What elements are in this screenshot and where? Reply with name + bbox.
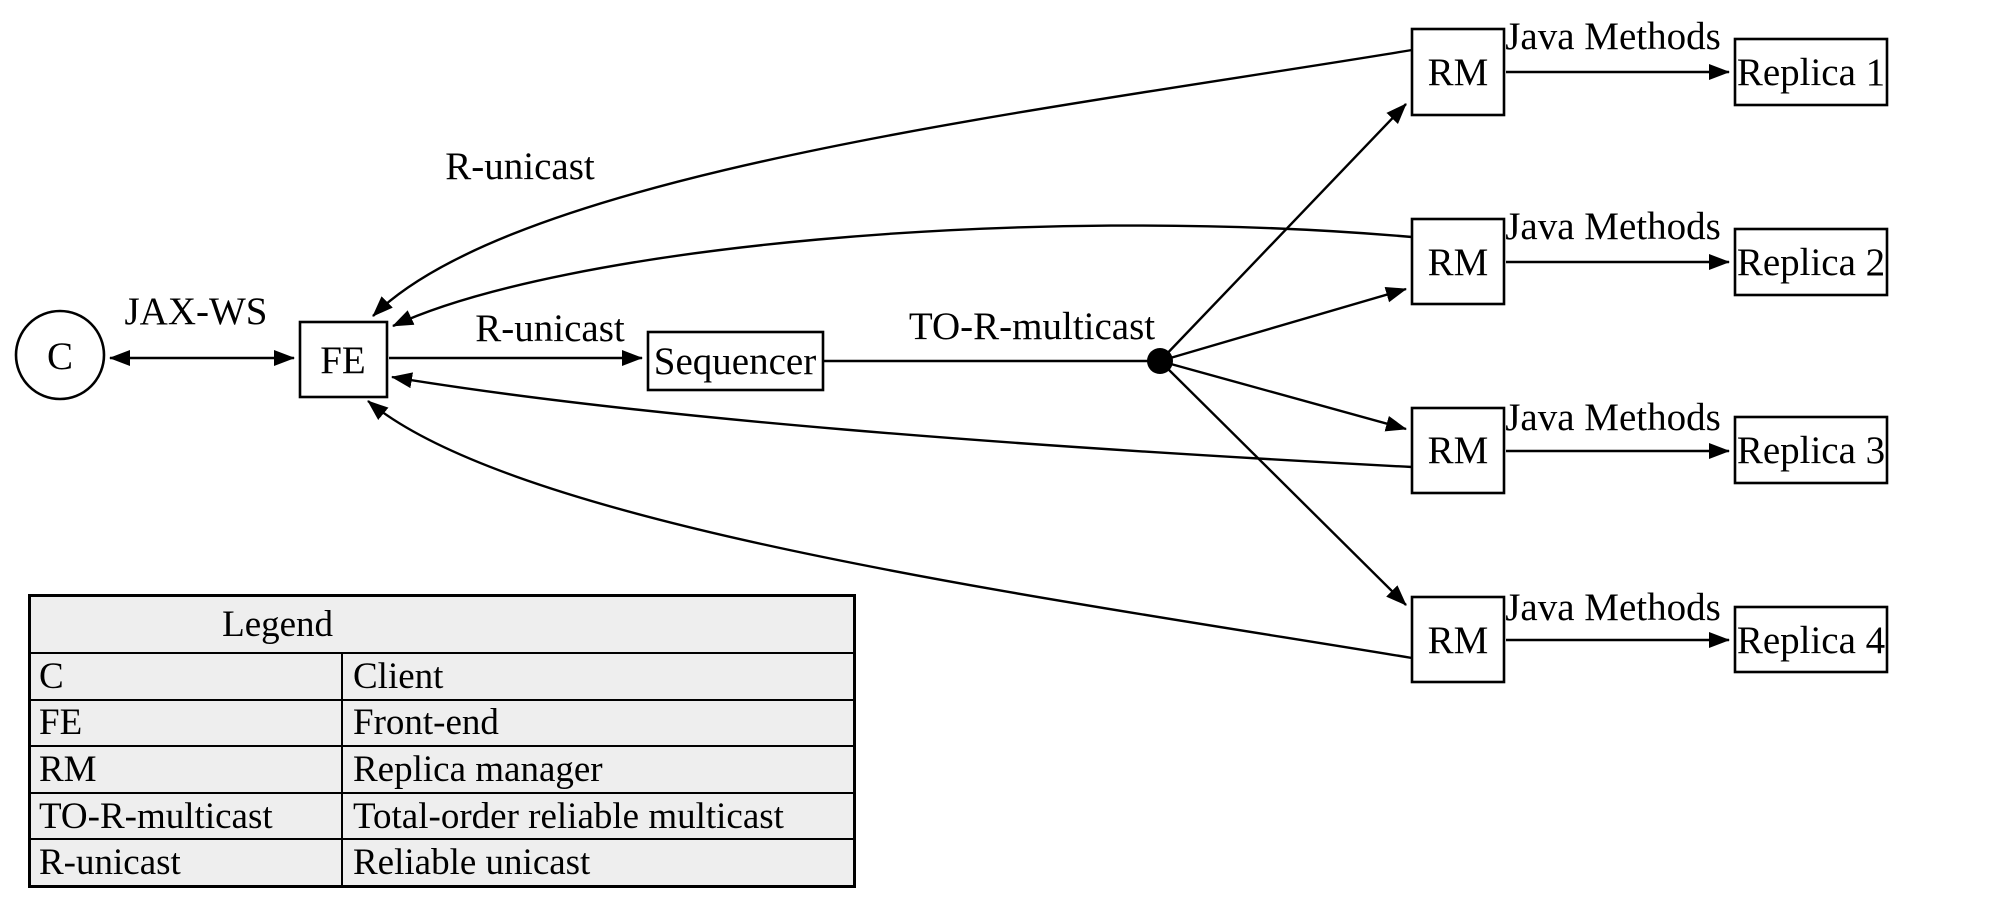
edge-rm1-fe-return	[372, 48, 1413, 317]
edge-multicast-rm3	[1159, 359, 1407, 432]
rm-node-4	[1410, 595, 1506, 684]
replica-node-4	[1733, 605, 1889, 674]
replica-node-2	[1733, 227, 1889, 297]
replica-label-2: Replica 2	[1737, 241, 1885, 284]
rm-node-3	[1410, 406, 1506, 495]
rm-node-2	[1410, 217, 1506, 306]
java-methods-label-1: Java Methods	[1505, 15, 1721, 58]
rm-node-1	[1410, 27, 1506, 117]
frontend-label: FE	[320, 339, 366, 382]
java-methods-label-2: Java Methods	[1505, 205, 1721, 248]
replica-label-4: Replica 4	[1737, 619, 1885, 662]
legend-abbr-cell: C	[31, 654, 343, 699]
rm-label-2: RM	[1428, 241, 1489, 284]
multicast-point	[1147, 348, 1173, 374]
rm-label-3: RM	[1428, 429, 1489, 472]
edge-multicast-rm2	[1159, 286, 1407, 363]
client-node	[14, 309, 106, 401]
replica-label-3: Replica 3	[1737, 429, 1885, 472]
sequencer-node	[646, 330, 825, 392]
java-methods-label-3: Java Methods	[1505, 396, 1721, 439]
rm-label-1: RM	[1428, 51, 1489, 94]
legend-meaning-cell: Replica manager	[353, 748, 603, 790]
edge-rm3-fe-return	[391, 372, 1413, 469]
legend-abbr-cell: TO-R-multicast	[31, 793, 343, 839]
edge-multicast-rm1	[1159, 103, 1407, 362]
java-methods-label-4: Java Methods	[1505, 586, 1721, 629]
legend-abbr-cell: R-unicast	[31, 840, 343, 885]
legend-row-client: C Client	[31, 654, 853, 701]
legend-meaning-cell: Front-end	[353, 702, 499, 744]
edge-multicast-rm4	[1159, 360, 1407, 606]
legend-meaning-cell: Client	[353, 655, 444, 697]
legend-abbr-cell: FE	[31, 700, 343, 746]
edge-rm4-fe-return	[367, 400, 1413, 660]
to-r-multicast-label: TO-R-multicast	[909, 305, 1155, 348]
sequencer-label: Sequencer	[654, 340, 816, 383]
r-unicast-return-label: R-unicast	[445, 145, 595, 188]
legend-header-row: Legend	[31, 597, 853, 654]
jax-ws-label: JAX-WS	[125, 290, 268, 333]
replica-label-1: Replica 1	[1737, 51, 1885, 94]
legend-row-replica-manager: RM Replica manager	[31, 747, 853, 794]
client-label: C	[47, 335, 73, 378]
legend-row-frontend: FE Front-end	[31, 700, 853, 748]
replica-node-1	[1733, 37, 1889, 107]
legend-meaning-cell: Reliable unicast	[353, 842, 591, 884]
legend-table: Legend C Client FE Front-end RM Replica …	[28, 594, 856, 888]
legend-meaning-cell: Total-order reliable multicast	[353, 795, 784, 837]
rm-label-4: RM	[1428, 619, 1489, 662]
legend-title: Legend	[222, 604, 334, 645]
legend-row-r-unicast: R-unicast Reliable unicast	[31, 840, 853, 885]
legend-abbr-cell: RM	[31, 747, 343, 792]
legend-row-to-r-multicast: TO-R-multicast Total-order reliable mult…	[31, 793, 853, 841]
frontend-node	[298, 320, 389, 399]
edge-rm2-fe-return	[392, 224, 1413, 328]
r-unicast-forward-label: R-unicast	[475, 307, 625, 350]
replica-node-3	[1733, 415, 1889, 485]
